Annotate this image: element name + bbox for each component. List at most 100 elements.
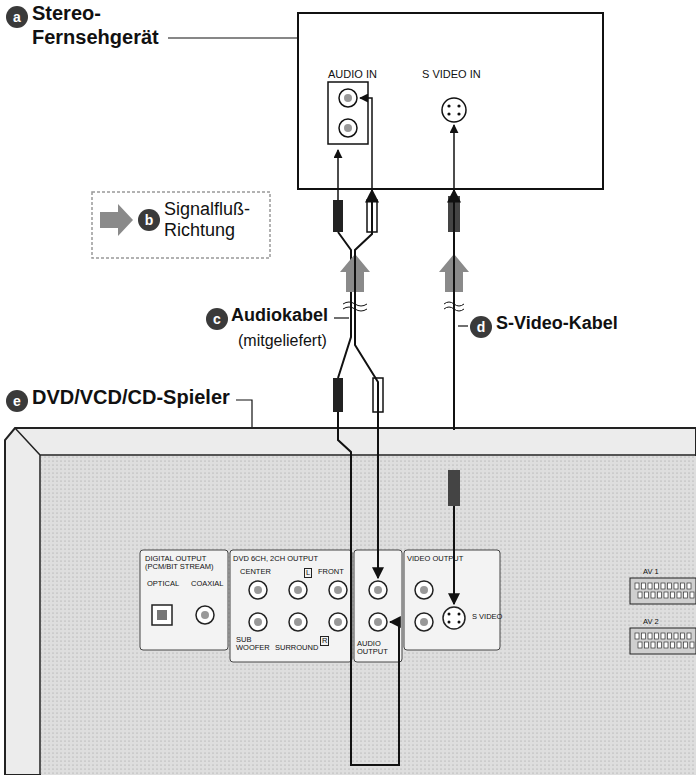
part-name: Fernsehgerät [32, 26, 159, 49]
scart-pin [677, 642, 681, 648]
scart-av1 [630, 578, 696, 604]
connector-label: AV 2 [643, 618, 659, 626]
rca-jack [289, 613, 307, 631]
rca-jack-core [254, 618, 262, 626]
scart-pin [684, 642, 688, 648]
s-video-in-jack [442, 98, 466, 122]
coaxial-jack [196, 606, 214, 624]
section-label: DIGITAL OUTPUT (PCM/BIT STREAM) [145, 555, 227, 572]
scart-pin [642, 633, 646, 639]
scart-pin [648, 633, 652, 639]
optical-jack [152, 605, 172, 625]
rca-jack [249, 581, 267, 599]
scart-pin [674, 583, 678, 589]
panel-section [140, 550, 228, 650]
jack-label: OPTICAL [147, 580, 179, 588]
panel-section [404, 550, 500, 650]
scart-pin [674, 633, 678, 639]
part-name: S-Video-Kabel [496, 313, 618, 334]
scart-pin [655, 633, 659, 639]
jack-label: CENTER [240, 568, 271, 576]
audio-plug-black [333, 378, 343, 412]
scart-pin [684, 592, 688, 598]
scart-pin [690, 642, 694, 648]
scart-pin [671, 592, 675, 598]
signal-arrow-sample [100, 204, 133, 236]
callout-letter: d [470, 316, 492, 338]
rca-jack [329, 581, 347, 599]
jack-label: S VIDEO [472, 613, 502, 621]
connector-label: AV 1 [643, 568, 659, 576]
rca-jack-core [420, 586, 428, 594]
scart-pin [668, 583, 672, 589]
rca-jack [415, 613, 433, 631]
audio-plug-black [333, 200, 343, 232]
channel-mark: R [320, 636, 329, 646]
scart-pin [635, 633, 639, 639]
jack-label: FRONT [318, 568, 344, 576]
cable-connector [355, 190, 378, 430]
rca-jack-core [294, 586, 302, 594]
section-label: AUDIO OUTPUT [357, 640, 395, 657]
rca-jack [415, 581, 433, 599]
jack-label: SUB WOOFER [236, 636, 270, 653]
s-video-plug [448, 470, 460, 506]
scart-pin [687, 633, 691, 639]
dvd-player: DIGITAL OUTPUT (PCM/BIT STREAM) OPTICAL CO… [5, 430, 696, 775]
scart-pin [661, 583, 665, 589]
jack-label: SURROUND [275, 644, 318, 652]
part-name: Stereo- [32, 2, 101, 25]
scart-pin [645, 642, 649, 648]
callout-letter: b [138, 209, 160, 231]
scart-pin [661, 633, 665, 639]
scart-pin [645, 592, 649, 598]
s-video-out-jack [443, 607, 465, 629]
scart-pin [681, 583, 685, 589]
callout-letter: e [6, 390, 28, 412]
legend-box [92, 192, 270, 258]
scart-pin [651, 592, 655, 598]
scart-pin [648, 583, 652, 589]
rca-jack-core [420, 618, 428, 626]
scart-pin [635, 583, 639, 589]
rear-panel [41, 456, 696, 775]
rca-jack [369, 581, 387, 599]
rca-jack-core [294, 618, 302, 626]
rca-jack-core [334, 586, 342, 594]
scart-pin [658, 642, 662, 648]
rca-jack-core [254, 586, 262, 594]
cable-connector [453, 190, 455, 430]
jack-label: S VIDEO IN [422, 68, 481, 80]
callout-letter: c [206, 308, 228, 330]
scart-pin [671, 642, 675, 648]
scart-pin [664, 592, 668, 598]
audio-in-panel [328, 82, 368, 144]
jack-label: AUDIO IN [328, 68, 377, 80]
scart-pin [638, 592, 642, 598]
rca-jack-core [334, 618, 342, 626]
legend-text: Signalfluß- Richtung [164, 199, 268, 240]
scart-pin [668, 633, 672, 639]
scart-pin [681, 633, 685, 639]
scart-pin [687, 583, 691, 589]
scart-pin [658, 592, 662, 598]
scart-pin [642, 583, 646, 589]
rca-jack [369, 613, 387, 631]
tv-fill [297, 12, 604, 190]
section-label: VIDEO OUTPUT [407, 555, 467, 563]
part-name: DVD/VCD/CD-Spieler [32, 386, 230, 409]
scart-av2 [630, 628, 696, 654]
scart-pin [677, 592, 681, 598]
channel-mark: L [304, 568, 312, 578]
tv-set: AUDIO IN S VIDEO IN [297, 12, 604, 190]
rca-jack [329, 613, 347, 631]
scart-pin [690, 592, 694, 598]
part-name: Audiokabel [231, 305, 328, 326]
rca-jack-core [374, 618, 382, 626]
scart-pin [651, 642, 655, 648]
callout-letter: a [6, 6, 28, 28]
scart-pin [638, 642, 642, 648]
part-note: (mitgeliefert) [238, 332, 327, 350]
jack-label: COAXIAL [191, 580, 224, 588]
